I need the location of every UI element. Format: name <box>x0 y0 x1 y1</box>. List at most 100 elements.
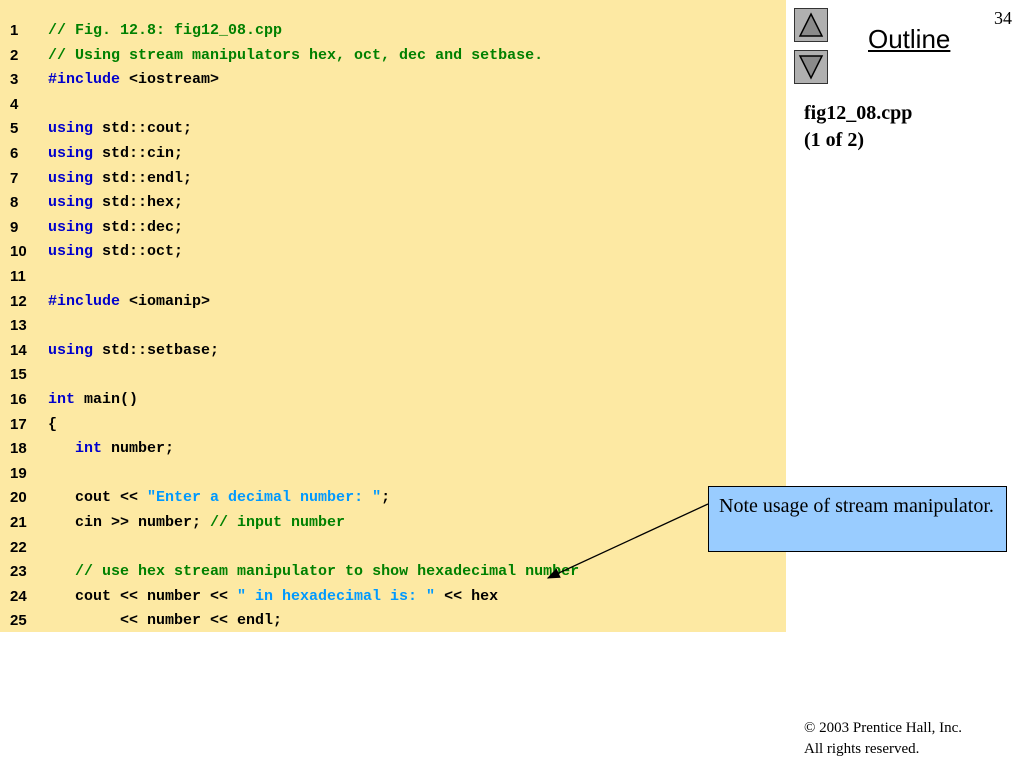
code-token: std::setbase; <box>93 341 220 359</box>
code-token: // Using stream manipulators hex, oct, d… <box>48 46 544 64</box>
code-line: 5 using std::cout; <box>0 117 786 141</box>
code-token: " in hexadecimal is: " <box>237 587 436 605</box>
file-name: fig12_08.cpp <box>804 102 913 124</box>
code-text: // Fig. 12.8: fig12_08.cpp <box>48 19 282 43</box>
line-number: 8 <box>10 194 19 212</box>
line-number: 6 <box>10 145 19 162</box>
code-token: using <box>48 145 94 162</box>
code-token: using <box>48 341 94 359</box>
code-token: { <box>48 415 58 433</box>
code-line: 11 <box>0 265 786 289</box>
line-number: 9 <box>10 218 19 236</box>
file-part: (1 of 2) <box>804 129 864 151</box>
code-text: using std::oct; <box>48 240 183 264</box>
code-line: 9 using std::dec; <box>0 216 786 240</box>
code-token <box>48 440 75 457</box>
code-token: "Enter a decimal number: " <box>147 489 382 507</box>
line-number: 17 <box>10 415 27 433</box>
code-text: int main() <box>48 388 138 412</box>
page-number: 34 <box>994 8 1012 28</box>
code-line: 25 << number << endl; <box>0 609 786 633</box>
code-line: 13 <box>0 314 786 338</box>
code-token: std::oct; <box>93 243 184 261</box>
code-token: main() <box>75 391 139 408</box>
line-number: 19 <box>10 464 27 482</box>
code-text: #include <iomanip> <box>48 290 210 314</box>
code-line: 6 using std::cin; <box>0 142 786 166</box>
line-number: 15 <box>10 366 27 384</box>
line-number: 23 <box>10 563 27 581</box>
code-text: using std::cout; <box>48 117 192 141</box>
line-number: 11 <box>10 268 26 285</box>
code-token: cout << <box>48 489 148 507</box>
triangle-down-icon <box>798 55 824 80</box>
copyright-line2: All rights reserved. <box>804 741 920 757</box>
line-number: 10 <box>10 243 27 261</box>
code-text: cout << number << " in hexadecimal is: "… <box>48 585 498 609</box>
line-number: 12 <box>10 292 27 310</box>
code-line: 1// Fig. 12.8: fig12_08.cpp <box>0 19 786 43</box>
code-token: int <box>48 391 76 408</box>
next-slide-button[interactable] <box>794 50 828 84</box>
code-token: number; <box>102 440 175 458</box>
code-token: // Fig. 12.8: fig12_08.cpp <box>48 22 283 39</box>
code-text: using std::endl; <box>48 167 192 191</box>
code-token: ; <box>381 489 391 507</box>
code-line: 8 using std::hex; <box>0 191 786 215</box>
line-number: 24 <box>10 587 27 605</box>
code-line: 12 #include <iomanip> <box>0 290 786 314</box>
code-line: 19 <box>0 462 786 486</box>
code-text: int number; <box>48 437 174 461</box>
code-token: std::dec; <box>93 218 184 236</box>
code-line: 15 <box>0 363 786 387</box>
outline-link[interactable]: Outline <box>868 24 951 54</box>
code-token <box>48 563 75 580</box>
line-number: 21 <box>10 514 27 531</box>
code-token: #include <box>48 292 121 310</box>
code-token: std::cin; <box>93 145 184 162</box>
line-number: 22 <box>10 538 27 556</box>
code-line: 2 // Using stream manipulators hex, oct, … <box>0 44 786 68</box>
code-token: #include <box>48 71 121 89</box>
line-number: 13 <box>10 317 27 335</box>
code-token: // input number <box>210 514 346 531</box>
code-token: int <box>75 440 103 458</box>
code-text: using std::dec; <box>48 216 183 240</box>
code-text: << number << endl; <box>48 609 282 633</box>
previous-slide-button[interactable] <box>794 8 828 42</box>
line-number: 5 <box>10 120 19 138</box>
line-number: 20 <box>10 489 27 507</box>
file-label: fig12_08.cpp (1 of 2) <box>804 100 912 154</box>
code-token: std::endl; <box>93 169 193 187</box>
code-line: 18 int number; <box>0 437 786 461</box>
code-text: cout << "Enter a decimal number: "; <box>48 486 390 510</box>
code-line: 22 <box>0 536 786 560</box>
code-text: // use hex stream manipulator to show he… <box>48 560 579 584</box>
code-token: cin >> number; <box>48 514 211 531</box>
code-token: std::cout; <box>93 120 193 138</box>
copyright-symbol: © <box>804 720 816 736</box>
code-token: using <box>48 243 94 261</box>
code-text: using std::cin; <box>48 142 183 166</box>
line-number: 2 <box>10 46 19 64</box>
code-line: 3#include <iostream> <box>0 68 786 92</box>
code-text: using std::hex; <box>48 191 183 215</box>
code-token: // use hex stream manipulator to show he… <box>75 563 580 581</box>
code-token: << hex <box>435 587 499 605</box>
code-text: #include <iostream> <box>48 68 219 92</box>
note-callout: Note usage of stream manipulator. <box>708 486 1007 552</box>
line-number: 18 <box>10 440 27 458</box>
code-line: 4 <box>0 93 786 117</box>
code-line: 21 cin >> number; // input number <box>0 511 786 535</box>
code-token: using <box>48 218 94 236</box>
code-line: 17 { <box>0 413 786 437</box>
code-token: using <box>48 120 94 138</box>
code-token: cout << number << <box>48 587 238 605</box>
code-token: using <box>48 194 94 212</box>
code-text: { <box>48 413 57 437</box>
code-token: std::hex; <box>93 194 184 212</box>
code-token: <iomanip> <box>120 292 211 310</box>
code-line: 20 cout << "Enter a decimal number: "; <box>0 486 786 510</box>
